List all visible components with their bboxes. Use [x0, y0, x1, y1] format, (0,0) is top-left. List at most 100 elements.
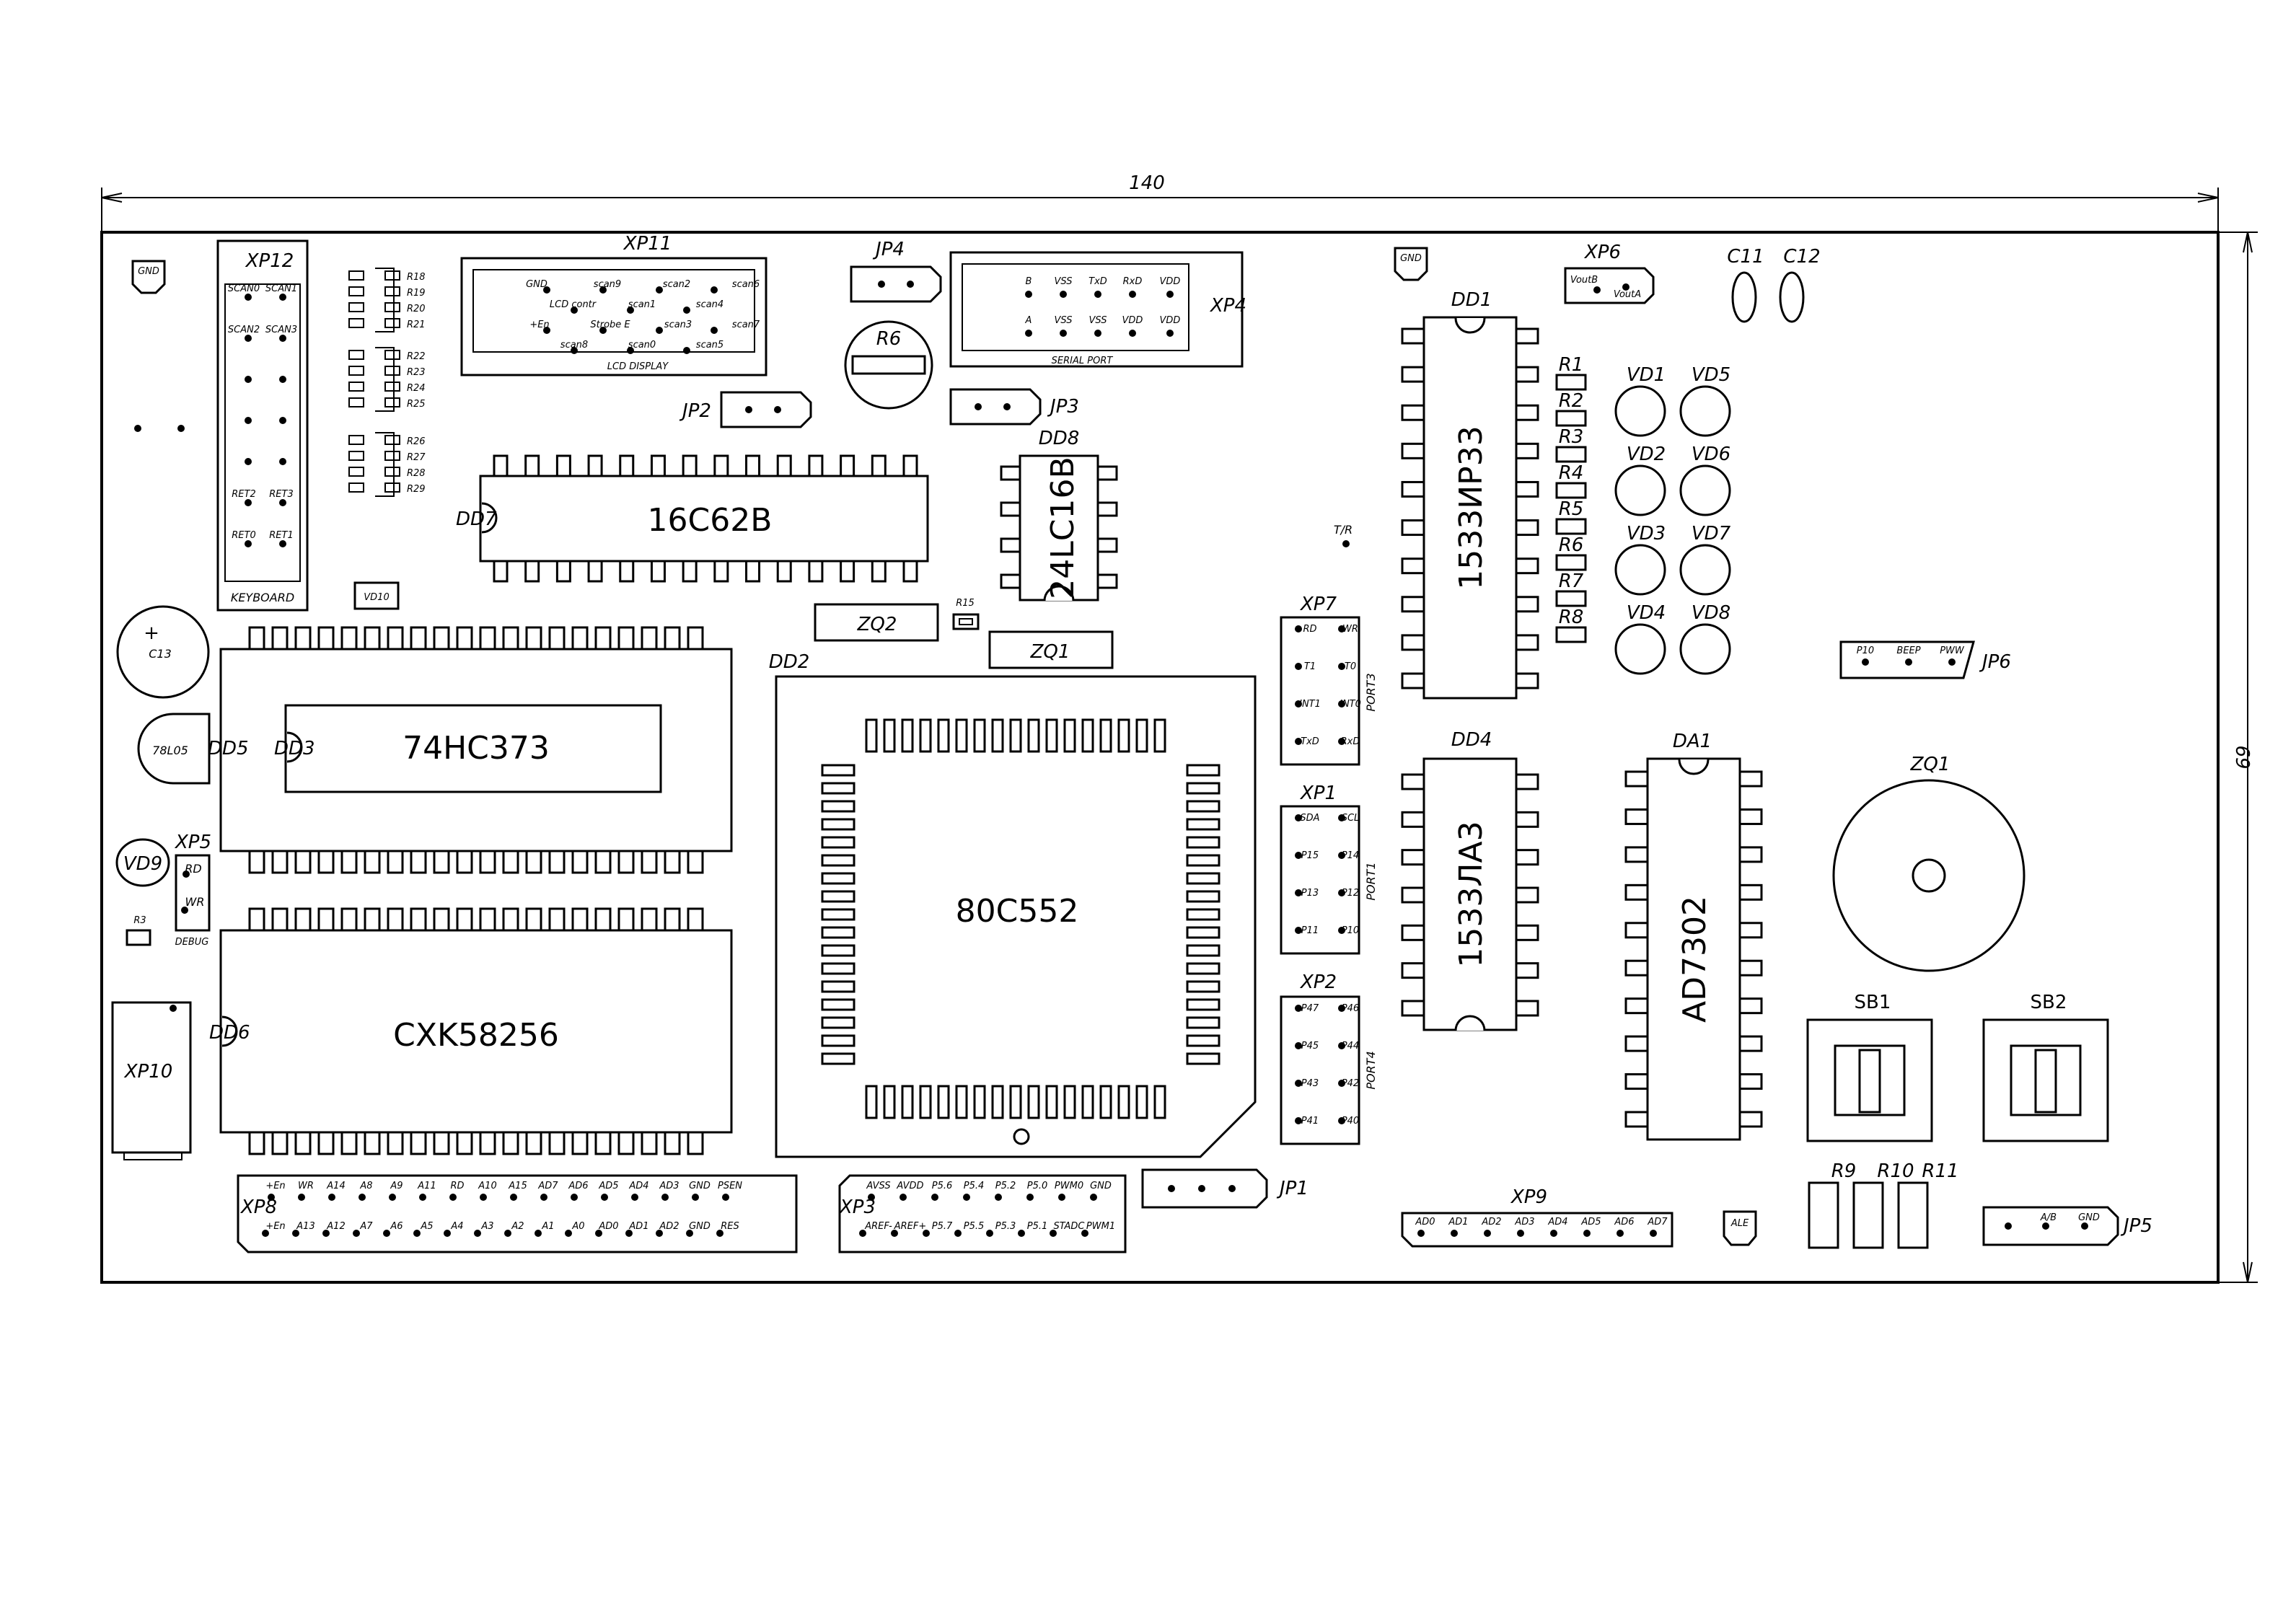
- svg-text:XP5: XP5: [174, 832, 211, 853]
- xp10-connector: XP10: [111, 1001, 192, 1160]
- capacitor-c11: C11: [1727, 246, 1764, 323]
- chip-dd1: 1533ИР33 DD1: [1401, 289, 1539, 700]
- crystal-zq1-small: ZQ1: [988, 630, 1114, 669]
- pin-label: R4: [1559, 462, 1584, 484]
- pin-label: A3: [480, 1221, 493, 1232]
- pin-label: A8: [359, 1181, 372, 1191]
- svg-text:C11: C11: [1727, 246, 1764, 268]
- pin-label: P44: [1342, 1041, 1359, 1052]
- pin-label: P40: [1342, 1116, 1359, 1127]
- svg-text:1533ИР33: 1533ИР33: [1453, 426, 1490, 589]
- button-sb1: SB1: [1806, 992, 1933, 1142]
- height-dimension: 69: [2218, 232, 2258, 1283]
- chip-dd2: 80C552 DD2: [769, 651, 1257, 1158]
- pin-label: AVSS: [866, 1181, 890, 1191]
- svg-text:SB1: SB1: [1855, 992, 1891, 1013]
- pin-label: A9: [390, 1181, 403, 1191]
- pin-label: P47: [1301, 1003, 1319, 1014]
- svg-text:XP1: XP1: [1299, 783, 1337, 804]
- pin-label: AD0: [1415, 1217, 1435, 1227]
- pin-label: VD8: [1692, 602, 1730, 624]
- board-outline: [100, 231, 2220, 1284]
- pin-label: R20: [407, 304, 426, 314]
- pin-label: A0: [571, 1221, 584, 1232]
- pin-label: scan8: [560, 340, 588, 351]
- pin-label: P13: [1301, 888, 1319, 899]
- pin-label: VD2: [1627, 444, 1666, 465]
- svg-text:C12: C12: [1783, 246, 1820, 268]
- pin-label: WR: [1342, 624, 1358, 635]
- svg-text:R6: R6: [876, 328, 902, 350]
- svg-text:CXK58256: CXK58256: [393, 1017, 559, 1054]
- pin-label: R29: [407, 484, 426, 495]
- crystal-zq2: ZQ2: [814, 603, 939, 642]
- pin-label: PWM0: [1055, 1181, 1083, 1191]
- jumper-jp3: JP3: [949, 388, 1079, 426]
- pin-label: R8: [1559, 607, 1584, 628]
- pin-label: TxD: [1301, 736, 1319, 747]
- pin-label: scan0: [628, 340, 656, 351]
- svg-text:XP10: XP10: [123, 1061, 173, 1083]
- led: [1679, 544, 1731, 596]
- pin-label: AD4: [1547, 1217, 1567, 1227]
- pin-label: WR: [298, 1181, 314, 1191]
- capacitor-c12: C12: [1779, 246, 1821, 323]
- chip-dd8: 24LC16B DD8: [1000, 428, 1118, 601]
- pin-label: GND: [689, 1181, 711, 1191]
- pin-label: P5.4: [964, 1181, 985, 1191]
- pin-label: RD: [450, 1181, 464, 1191]
- diode-vd9: VD9: [115, 838, 170, 887]
- pin-label: R22: [407, 351, 426, 362]
- pin-label: A13: [296, 1221, 315, 1232]
- pin-label: A2: [511, 1221, 524, 1232]
- pin-label: VD1: [1627, 364, 1666, 386]
- svg-text:KEYBOARD: KEYBOARD: [231, 591, 294, 604]
- pin-label: SCAN0: [228, 283, 260, 294]
- height-dimension-label: 69: [2231, 745, 2253, 769]
- pin-label: GND: [1090, 1181, 1112, 1191]
- pin-label: VD3: [1627, 523, 1666, 545]
- diode-vd10: VD10: [353, 581, 400, 610]
- svg-text:JP1: JP1: [1276, 1178, 1308, 1199]
- pin-label: Strobe E: [590, 319, 630, 330]
- pin-label: AD0: [598, 1221, 618, 1232]
- pin-label: AD5: [598, 1181, 618, 1191]
- pin-label: P10: [1857, 645, 1874, 656]
- pin-label: scan7: [732, 319, 760, 330]
- pin-label: RET1: [269, 530, 293, 541]
- pin-label: P41: [1301, 1116, 1319, 1127]
- pin-label: SCAN1: [265, 283, 297, 294]
- pin-label: P5.6: [932, 1181, 953, 1191]
- pin-label: R21: [407, 319, 426, 330]
- led: [1614, 623, 1666, 675]
- jumper-jp4: JP4: [850, 239, 942, 303]
- tr-testpoint-label: T/R: [1334, 523, 1352, 537]
- pin-label: A15: [508, 1181, 527, 1191]
- pin-label: P5.7: [932, 1221, 953, 1232]
- svg-text:ZQ2: ZQ2: [857, 614, 897, 635]
- pin-label: R24: [407, 383, 426, 394]
- pin-label: RD: [1303, 624, 1316, 635]
- pin-label: AD1: [628, 1221, 648, 1232]
- svg-text:1533ЛА3: 1533ЛА3: [1453, 821, 1490, 967]
- pin-label: P5.0: [1027, 1181, 1048, 1191]
- svg-text:DD5: DD5: [208, 738, 249, 759]
- svg-text:DA1: DA1: [1673, 731, 1712, 752]
- pin-label: VDD: [1122, 315, 1143, 326]
- pin-label: A10: [478, 1181, 496, 1191]
- svg-text:XP2: XP2: [1299, 971, 1337, 993]
- button-sb2: SB2: [1982, 992, 2109, 1142]
- pin-label: scan1: [628, 299, 656, 310]
- svg-text:XP7: XP7: [1299, 594, 1337, 615]
- pin-label: +En: [265, 1181, 285, 1191]
- pin-label: A/B: [2040, 1212, 2057, 1223]
- pin-label: R18: [407, 272, 426, 283]
